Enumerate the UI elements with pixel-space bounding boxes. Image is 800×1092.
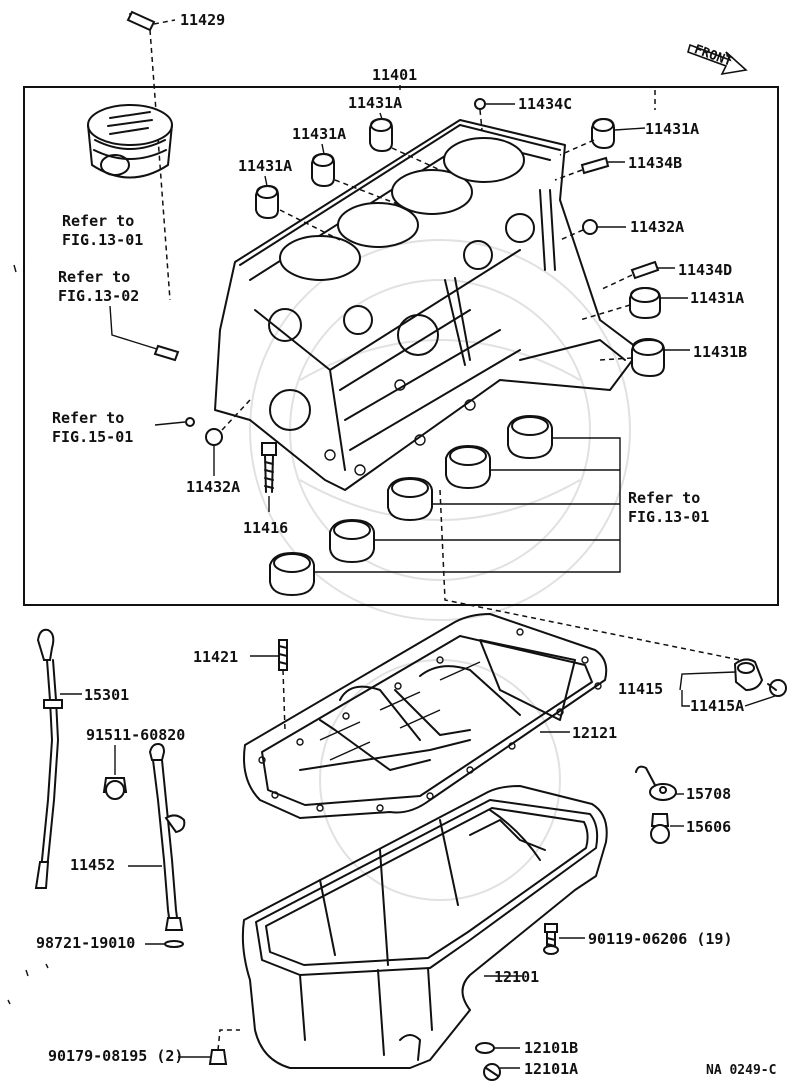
crankshaft-bearings: [269, 414, 553, 597]
oil-pan-12101: [241, 785, 608, 1069]
label-11431A-4: 11431A: [645, 120, 699, 138]
label-11421: 11421: [193, 648, 238, 666]
oil-baffle-plate-12121: [243, 613, 608, 819]
label-11416: 11416: [243, 519, 288, 537]
label-91511-60820: 91511-60820: [86, 726, 185, 744]
ref-fig15-01-line1: Refer to: [52, 409, 124, 427]
drawing-code: NA 0249-C: [706, 1063, 776, 1078]
label-11431A-5: 11431A: [690, 289, 744, 307]
front-arrow-icon: FRONT: [687, 42, 748, 76]
label-11452: 11452: [70, 856, 115, 874]
label-12101: 12101: [494, 968, 539, 986]
ref-fig13-01-bearings-line2: FIG.13-01: [628, 508, 709, 526]
label-11415: 11415: [618, 680, 663, 698]
label-11431A-2: 11431A: [292, 125, 346, 143]
label-11431B: 11431B: [693, 343, 747, 361]
label-12121: 12121: [572, 724, 617, 742]
watermark-emblem: [249, 239, 631, 901]
label-15301: 15301: [84, 686, 129, 704]
dipstick-15301: [34, 628, 63, 889]
label-90119-06206: 90119-06206 (19): [588, 930, 733, 948]
label-11401: 11401: [372, 66, 417, 84]
piston-icon: [87, 104, 173, 179]
clamp-15708: [635, 765, 677, 801]
label-11431A-1: 11431A: [348, 94, 402, 112]
drain-plug-gasket-12101B: [475, 1042, 495, 1054]
label-11434C: 11434C: [518, 95, 572, 113]
label-90179-08195: 90179-08195 (2): [48, 1047, 183, 1065]
label-12101B: 12101B: [524, 1039, 578, 1057]
bolt-11416: [261, 442, 277, 493]
label-12101A: 12101A: [524, 1060, 578, 1078]
label-11434D: 11434D: [678, 261, 732, 279]
expansion-plugs: [255, 117, 615, 220]
label-98721-19010: 98721-19010: [36, 934, 135, 952]
label-15606: 15606: [686, 818, 731, 836]
ref-fig13-01-top-line1: Refer to: [62, 212, 134, 230]
bolt-90119: [543, 923, 559, 955]
label-11432A-right: 11432A: [630, 218, 684, 236]
label-11429: 11429: [180, 11, 225, 29]
label-11432A-left: 11432A: [186, 478, 240, 496]
ref-fig13-01-top-line2: FIG.13-01: [62, 231, 143, 249]
ref-fig15-01-line2: FIG.15-01: [52, 428, 133, 446]
label-11415A: 11415A: [690, 697, 744, 715]
drain-plug-12101A: [483, 1063, 501, 1081]
ref-fig13-02-line1: Refer to: [58, 268, 130, 286]
label-11431A-3: 11431A: [238, 157, 292, 175]
dipstick-guide-11452: [148, 742, 186, 931]
cylinder-block: [214, 119, 641, 491]
block-assembly-frame: [23, 86, 779, 606]
label-11434B: 11434B: [628, 154, 682, 172]
label-15708: 15708: [686, 785, 731, 803]
stud-11429: [126, 10, 176, 301]
seal-11415: [733, 658, 787, 697]
ref-fig13-01-bearings-line1: Refer to: [628, 489, 700, 507]
stud-11421: [278, 639, 288, 731]
ref-fig13-02-line2: FIG.13-02: [58, 287, 139, 305]
front-label: FRONT: [692, 42, 734, 70]
bolt-15606: [650, 813, 670, 844]
